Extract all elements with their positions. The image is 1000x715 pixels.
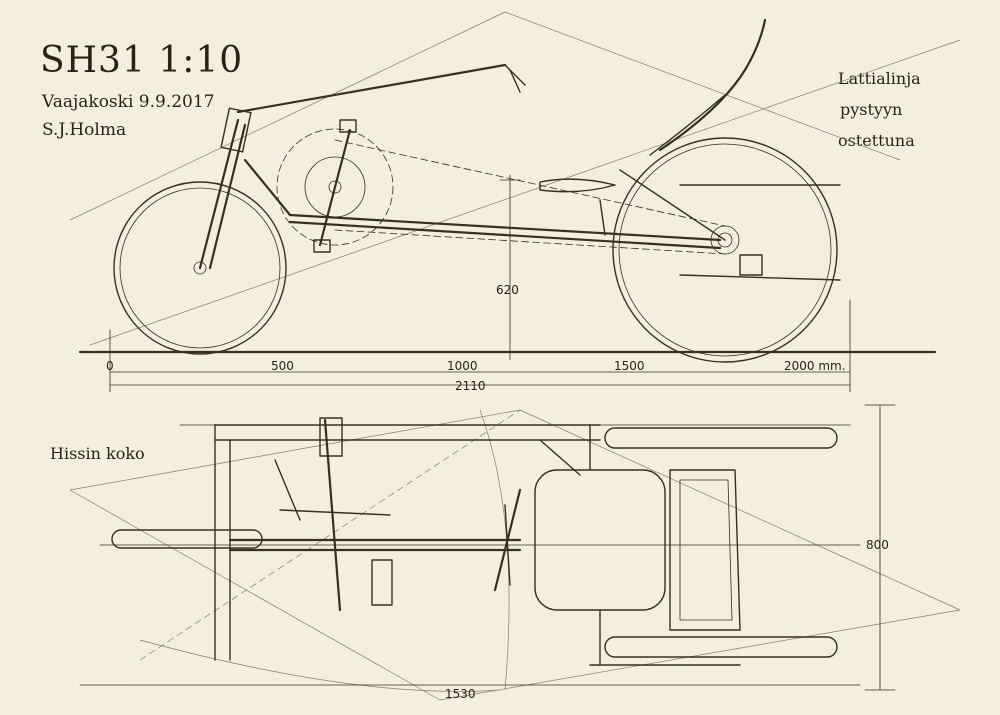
- note-line-2: pystyyn: [840, 100, 902, 119]
- scale-tick-1500: 1500: [614, 359, 645, 373]
- width-dimension: 800: [866, 538, 889, 552]
- height-dimension: 620: [496, 283, 519, 297]
- scale-tick-0: 0: [106, 359, 114, 373]
- seat-top: [534, 469, 666, 611]
- note-line-1: Lattialinja: [838, 69, 921, 88]
- place-date: Vaajakoski 9.9.2017: [41, 92, 215, 112]
- lift-size-label: Hissin koko: [50, 444, 145, 463]
- side-view-trike: [113, 18, 841, 363]
- note-line-3: ostettuna: [838, 131, 915, 150]
- front-wheel: [113, 181, 287, 355]
- rear-wheel-top-upper: [604, 427, 838, 449]
- height-dimension-line: 620: [496, 174, 521, 361]
- rear-wheel-top-lower: [604, 636, 838, 658]
- author-name: S.J.Holma: [42, 120, 126, 140]
- diagonal-dimension: 1530: [445, 687, 476, 701]
- scale-tick-1000: 1000: [447, 359, 478, 373]
- drawing-title: SH31 1:10: [40, 40, 243, 81]
- scale-bar: 0 500 1000 1500 2000 mm. 2110: [106, 359, 846, 393]
- scale-tick-500: 500: [271, 359, 294, 373]
- chainring: [276, 128, 394, 246]
- ground-line: [78, 299, 937, 393]
- scale-tick-2000: 2000 mm.: [784, 359, 846, 373]
- rear-wheel: [612, 137, 838, 363]
- seat: [539, 178, 616, 193]
- length-dimension: 2110: [455, 379, 486, 393]
- seat-back: [658, 18, 767, 152]
- top-view-trike: 800 1530: [79, 404, 896, 701]
- construction-lines: [69, 11, 961, 701]
